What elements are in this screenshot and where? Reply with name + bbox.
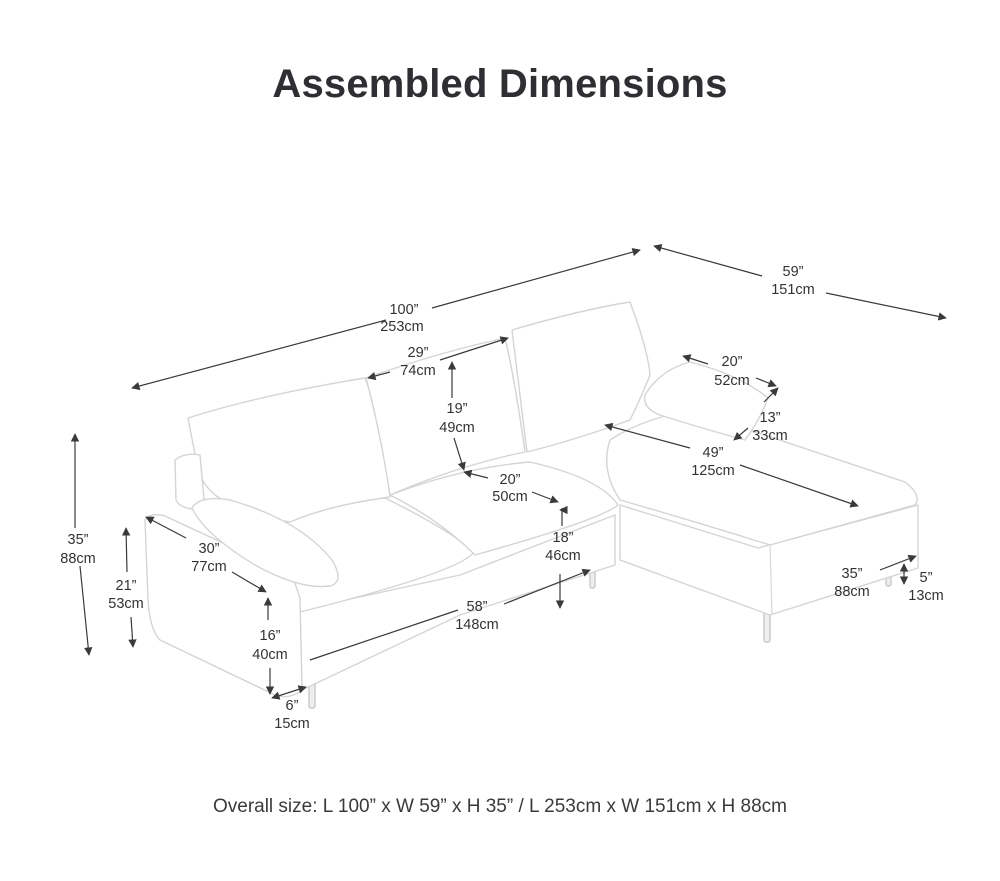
seat-width-in: 58” (467, 599, 488, 615)
chaise-length-in: 49” (703, 445, 724, 461)
seat-height-in: 18” (553, 530, 574, 546)
back-cushion-width-cm: 74cm (400, 363, 435, 379)
back-cushion-2 (365, 337, 526, 496)
leg-height-in: 5” (920, 570, 933, 586)
total-width-cm: 151cm (771, 282, 815, 298)
total-height-in: 35” (68, 532, 89, 548)
back-cushion-width-in: 29” (408, 345, 429, 361)
arm-to-floor-in: 16” (260, 628, 281, 644)
chaise-pillow-width-cm: 52cm (714, 373, 749, 389)
dimension-lines (70, 243, 947, 700)
chaise-base (619, 504, 919, 616)
seat-depth-in: 20” (500, 472, 521, 488)
chaise-width-in: 35” (842, 566, 863, 582)
seat-depth-cm: 50cm (492, 489, 527, 505)
total-height-cm: 88cm (60, 551, 95, 567)
chaise-width-cm: 88cm (834, 584, 869, 600)
seat-width-cm: 148cm (455, 617, 499, 633)
arm-depth-in: 30” (199, 541, 220, 557)
arm-height-cm: 53cm (108, 596, 143, 612)
arm-height-in: 21” (116, 578, 137, 594)
arm-width-cm: 15cm (274, 716, 309, 732)
total-width-in: 59” (783, 264, 804, 280)
total-length-in: 100” (389, 302, 418, 318)
chaise-length-cm: 125cm (691, 463, 735, 479)
dimension-labels: 100” 253cm 59” 151cm 29” 74cm 19” 49cm 2… (60, 264, 943, 732)
arm-depth-cm: 77cm (191, 559, 226, 575)
total-length-cm: 253cm (380, 319, 424, 335)
chaise-pillow-height-in: 13” (760, 410, 781, 426)
sofa-illustration (144, 301, 919, 709)
throw-pillow-left (191, 497, 339, 588)
arm-width-in: 6” (286, 698, 299, 714)
back-cushion-height-in: 19” (447, 401, 468, 417)
overall-size-caption: Overall size: L 100” x W 59” x H 35” / L… (212, 796, 788, 817)
seat-height-cm: 46cm (545, 548, 580, 564)
arm-to-floor-cm: 40cm (252, 647, 287, 663)
seat-cushion-right (389, 461, 619, 556)
leg-height-cm: 13cm (908, 588, 943, 604)
page-title: Assembled Dimensions (272, 62, 728, 106)
back-cushion-height-cm: 49cm (439, 420, 474, 436)
back-cushion-3 (511, 301, 651, 453)
chaise-pillow-width-in: 20” (722, 354, 743, 370)
chaise-pillow-height-cm: 33cm (752, 428, 787, 444)
